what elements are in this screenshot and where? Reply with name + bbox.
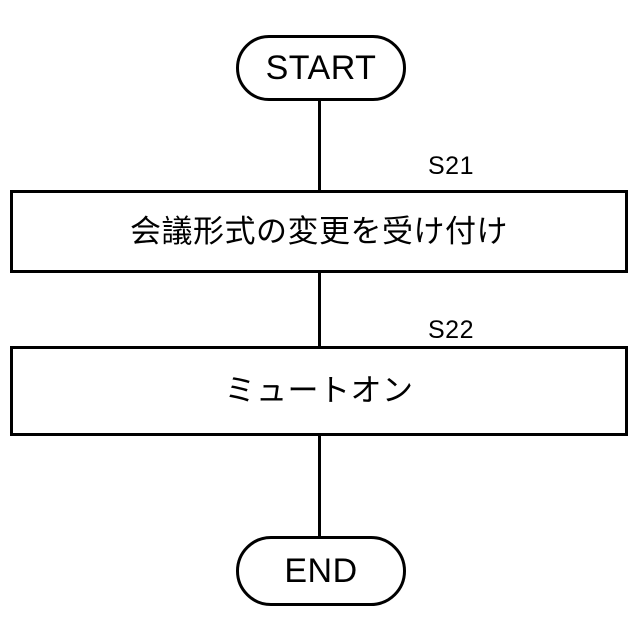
flowchart-node-start: START xyxy=(236,35,406,101)
end-node-label: END xyxy=(284,552,358,590)
flowchart-node-s22: ミュートオン xyxy=(10,346,628,436)
connector-s22-to-end xyxy=(318,434,321,538)
connector-start-to-s21 xyxy=(318,99,321,192)
s21-node-label: 会議形式の変更を受け付け xyxy=(130,213,508,249)
step-label-s22: S22 xyxy=(428,316,474,344)
flowchart-node-end: END xyxy=(236,536,406,606)
flowchart-node-s21: 会議形式の変更を受け付け xyxy=(10,190,628,273)
connector-s21-to-s22 xyxy=(318,271,321,348)
step-label-s21: S21 xyxy=(428,152,474,180)
start-node-label: START xyxy=(265,49,377,87)
s22-node-label: ミュートオン xyxy=(224,373,414,409)
